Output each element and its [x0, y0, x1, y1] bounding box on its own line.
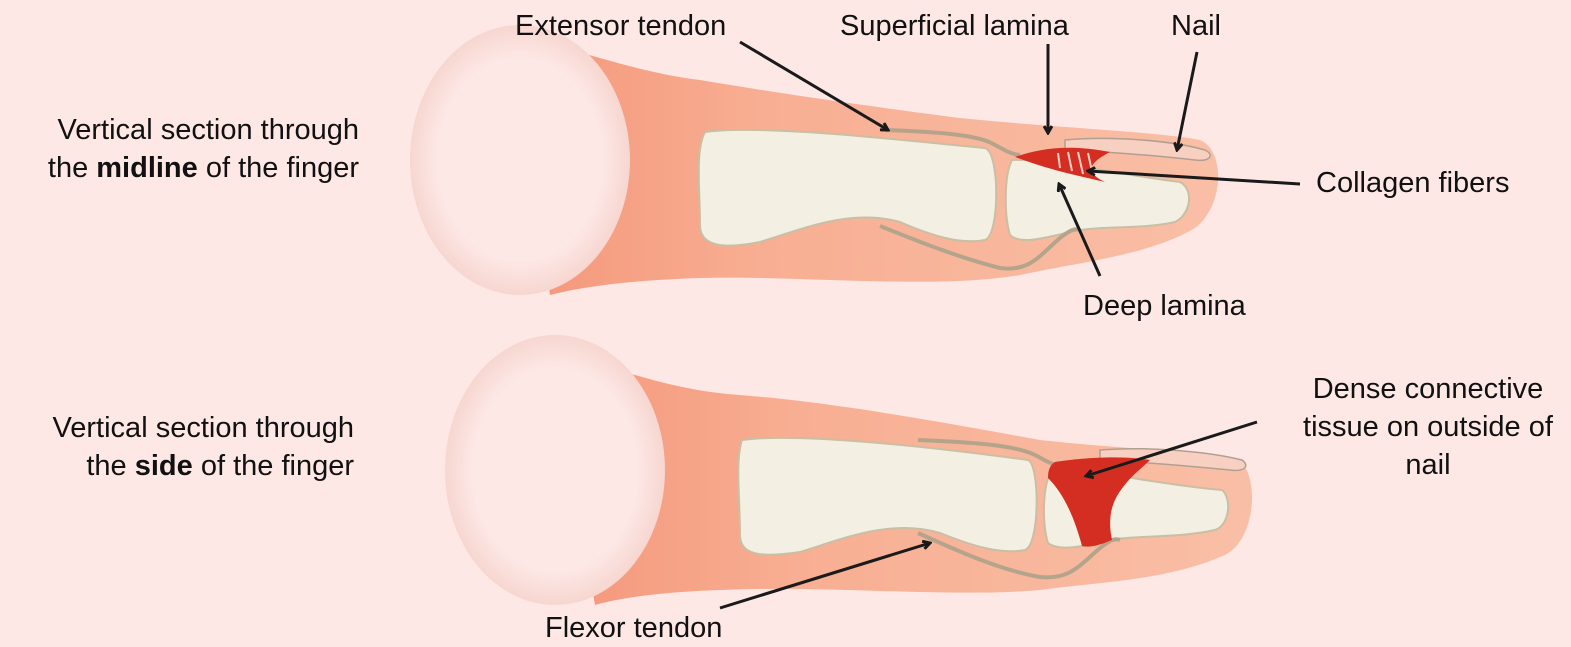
side-finger [445, 335, 1252, 605]
midline-finger [410, 25, 1218, 295]
label-nail: Nail [1171, 7, 1221, 45]
label-collagen-fibers: Collagen fibers [1316, 164, 1509, 202]
label-dense-connective-line3: nail [1288, 446, 1568, 484]
section-label-midline-bold: midline [96, 152, 198, 184]
label-deep-lamina: Deep lamina [1083, 287, 1246, 325]
label-flexor-tendon: Flexor tendon [545, 609, 722, 647]
section-label-side-bold: side [135, 450, 193, 482]
section-label-side: Vertical section through the side of the… [53, 409, 354, 485]
label-dense-connective-line2: tissue on outside of [1288, 408, 1568, 446]
label-dense-connective-line1: Dense connective [1288, 370, 1568, 408]
section-label-midline-line2: the midline of the finger [48, 149, 359, 187]
arrow-nail [1177, 52, 1197, 150]
side-finger-cut-face [445, 335, 665, 605]
label-extensor-tendon: Extensor tendon [515, 7, 726, 45]
section-label-side-line1: Vertical section through [53, 409, 354, 447]
midline-finger-cut-face [410, 25, 630, 295]
section-label-midline: Vertical section through the midline of … [48, 111, 359, 187]
label-dense-connective: Dense connective tissue on outside of na… [1288, 370, 1568, 484]
label-superficial-lamina: Superficial lamina [840, 7, 1069, 45]
section-label-side-line2: the side of the finger [53, 447, 354, 485]
section-label-midline-line1: Vertical section through [48, 111, 359, 149]
